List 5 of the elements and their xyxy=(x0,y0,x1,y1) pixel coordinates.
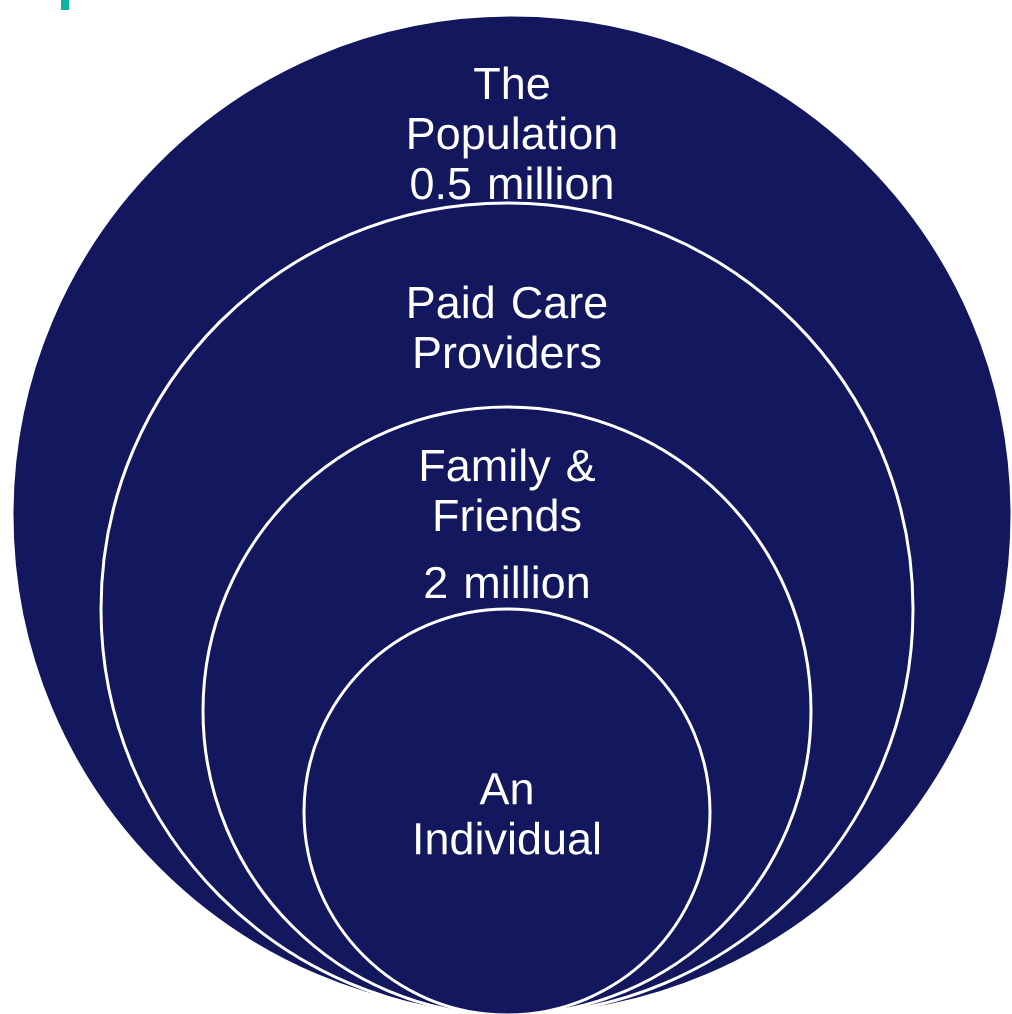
circle-label: Family & Friends xyxy=(421,448,596,532)
circle-label: The Population 0.5 million xyxy=(409,66,616,200)
circle-label: An Individual xyxy=(416,773,599,855)
circle-label: 2 million xyxy=(425,565,588,599)
circle-label: Paid Care Providers xyxy=(409,285,607,369)
